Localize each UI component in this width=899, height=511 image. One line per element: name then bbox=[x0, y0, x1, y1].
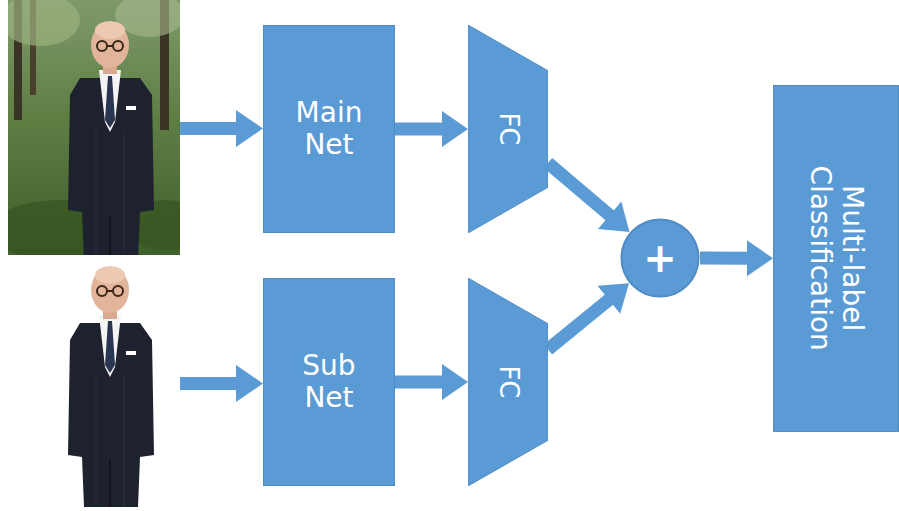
arrow-shaft bbox=[548, 163, 611, 217]
arrow-head bbox=[442, 364, 468, 400]
arrow-head bbox=[442, 111, 468, 147]
output-box: Multi-label Classification bbox=[773, 85, 899, 432]
rotated-label: FC bbox=[493, 49, 523, 209]
photo-cutout bbox=[68, 266, 154, 507]
arrow-shaft bbox=[395, 123, 444, 136]
flow-arrow bbox=[700, 240, 773, 276]
process-box: Sub Net bbox=[263, 278, 395, 486]
rotated-label: Multi-label Classification bbox=[804, 109, 868, 409]
trapezoid-shape bbox=[468, 278, 548, 486]
flow-arrow bbox=[548, 283, 629, 349]
fc-layer: FC bbox=[468, 25, 548, 233]
circle-shape bbox=[622, 220, 699, 297]
arrow-shaft bbox=[700, 252, 749, 265]
trapezoid-shape bbox=[468, 25, 548, 233]
photo-full bbox=[8, 0, 180, 255]
node-label: + bbox=[630, 235, 690, 281]
node-label: Sub Net bbox=[279, 350, 379, 414]
fc-layer: FC bbox=[468, 278, 548, 486]
arrow-shaft bbox=[395, 376, 444, 389]
arrow-head bbox=[597, 283, 629, 313]
process-box: Main Net bbox=[263, 25, 395, 233]
input-arrow bbox=[180, 110, 263, 147]
arrow-head bbox=[747, 240, 773, 276]
arrow-head bbox=[598, 202, 629, 233]
node-label: Main Net bbox=[279, 97, 379, 161]
sum-circle: + bbox=[618, 218, 702, 298]
arrow-shaft bbox=[548, 298, 610, 349]
input-arrow bbox=[180, 365, 263, 402]
flow-arrow bbox=[548, 163, 630, 232]
rotated-label: FC bbox=[493, 302, 523, 462]
flow-arrow bbox=[395, 364, 468, 400]
flow-arrow bbox=[395, 111, 468, 147]
